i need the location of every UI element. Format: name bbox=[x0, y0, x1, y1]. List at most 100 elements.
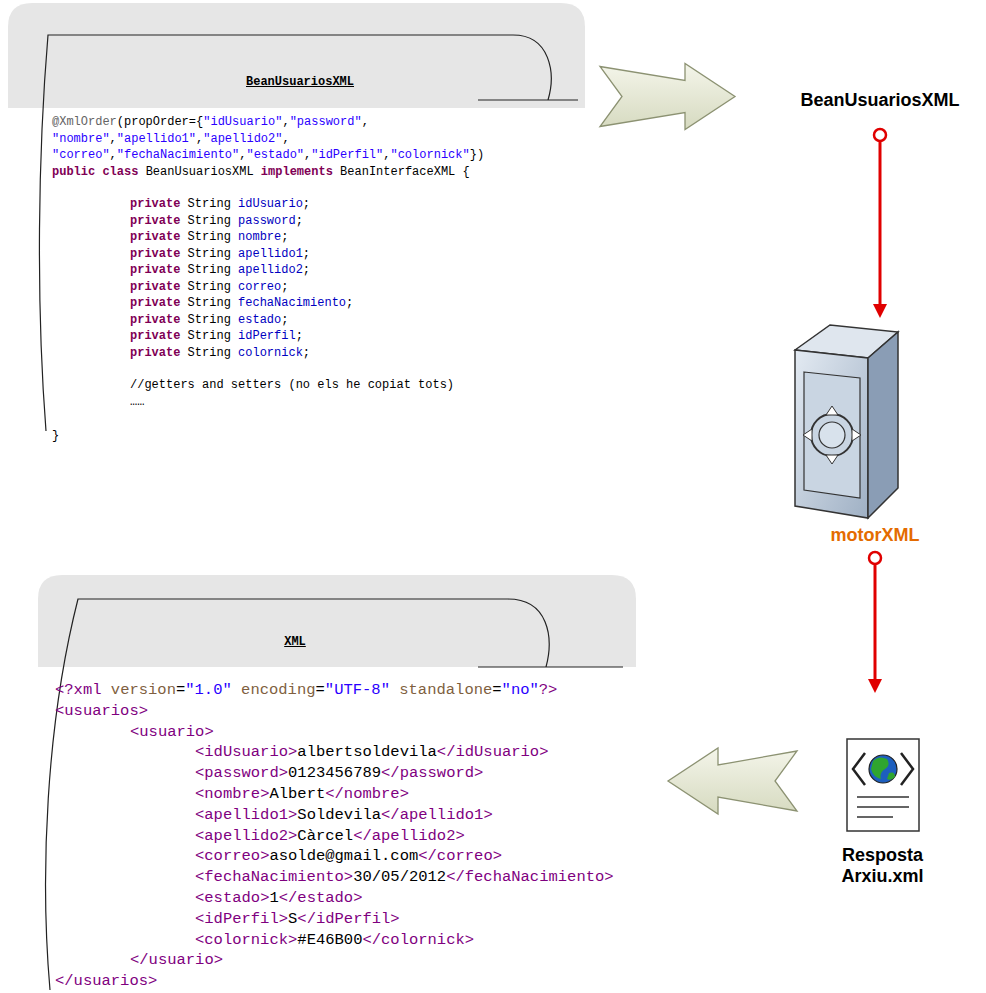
node-label: BeanUsuariosXML bbox=[780, 90, 980, 111]
code-token: > bbox=[288, 806, 297, 824]
code-token: private bbox=[130, 263, 180, 277]
code-token: > bbox=[400, 785, 409, 803]
code-line: <colornick>#E46B00</colornick> bbox=[195, 930, 474, 950]
code-token: <usuario bbox=[130, 723, 204, 741]
code-line: public class BeanUsuariosXML implements … bbox=[52, 164, 470, 180]
code-line: private String colornick; bbox=[130, 345, 310, 361]
node-label: Resposta Arxiu.xml bbox=[815, 845, 950, 887]
code-token: standalone bbox=[399, 681, 492, 699]
document-icon bbox=[843, 735, 923, 835]
code-token: private bbox=[130, 280, 180, 294]
code-line: } bbox=[52, 428, 59, 444]
code-token: > bbox=[465, 931, 474, 949]
page-curl bbox=[46, 599, 623, 990]
code-token: <password bbox=[195, 764, 279, 782]
code-line: private String apellido1; bbox=[130, 246, 310, 262]
code-token: nombre bbox=[238, 230, 281, 244]
code-token: > bbox=[260, 847, 269, 865]
server-emblem bbox=[811, 414, 853, 456]
code-line: private String estado; bbox=[130, 312, 288, 328]
server-front bbox=[795, 350, 868, 518]
code-line: <fechaNacimiento>30/05/2012</fechaNacimi… bbox=[195, 867, 614, 887]
code-token: > bbox=[288, 743, 297, 761]
code-token: > bbox=[539, 743, 548, 761]
code-token: </idUsuario bbox=[437, 743, 539, 761]
server-emblem bbox=[819, 422, 845, 448]
arrow-head bbox=[873, 304, 887, 318]
code-line: "correo","fechaNacimiento","estado","idP… bbox=[52, 147, 484, 163]
code-token: private bbox=[130, 230, 180, 244]
code-token: private bbox=[130, 329, 180, 343]
response-file: Resposta Arxiu.xml bbox=[815, 695, 950, 887]
code-token: "1.0" bbox=[185, 681, 232, 699]
panel-title: BeanUsuariosXML bbox=[246, 75, 354, 89]
code-token: idPerfil bbox=[238, 329, 296, 343]
code-token: private bbox=[130, 313, 180, 327]
code-line: private String idPerfil; bbox=[130, 328, 303, 344]
code-line: @XmlOrder(propOrder={"idUsuario","passwo… bbox=[52, 114, 369, 130]
code-token: > bbox=[483, 806, 492, 824]
code-line: <estado>1</estado> bbox=[195, 888, 362, 908]
code-token: </usuario bbox=[130, 951, 214, 969]
panel-title: XML bbox=[284, 635, 306, 649]
code-token: > bbox=[493, 847, 502, 865]
block-arrow bbox=[600, 64, 735, 130]
code-line: private String apellido2; bbox=[130, 262, 310, 278]
code-token: <estado bbox=[195, 889, 260, 907]
doc-globe bbox=[869, 755, 897, 783]
block-arrow-shape bbox=[600, 64, 735, 130]
code-token: private bbox=[130, 296, 180, 310]
code-token: "idPerfil" bbox=[311, 148, 383, 162]
code-line: private String correo; bbox=[130, 279, 288, 295]
code-token: "apellido2" bbox=[203, 132, 282, 146]
code-token: colornick bbox=[238, 346, 303, 360]
server-panel bbox=[804, 372, 860, 498]
code-token: </usuarios bbox=[55, 972, 148, 990]
code-line: </usuario> bbox=[130, 950, 223, 970]
code-line: <apellido1>Soldevila</apellido1> bbox=[195, 805, 493, 825]
code-token: private bbox=[130, 247, 180, 261]
doc-brackets bbox=[853, 753, 913, 785]
bean-label: BeanUsuariosXML bbox=[780, 86, 980, 123]
block-arrow-shape bbox=[668, 748, 797, 814]
flow-line bbox=[874, 564, 877, 681]
code-token: > bbox=[455, 827, 464, 845]
code-token: </nombre bbox=[325, 785, 399, 803]
code-token: "correo" bbox=[52, 148, 110, 162]
code-token: apellido2 bbox=[238, 263, 303, 277]
code-token: class bbox=[102, 165, 138, 179]
code-line: <correo>asolde@gmail.com</correo> bbox=[195, 846, 502, 866]
code-token: </apellido2 bbox=[353, 827, 455, 845]
code-token: "nombre" bbox=[52, 132, 110, 146]
code-token: <usuarios bbox=[55, 702, 139, 720]
code-token: correo bbox=[238, 280, 281, 294]
code-token: </password bbox=[381, 764, 474, 782]
arrow-head bbox=[868, 679, 882, 693]
code-line: "nombre","apellido1","apellido2", bbox=[52, 131, 290, 147]
flow-line bbox=[879, 141, 882, 306]
code-token: > bbox=[288, 827, 297, 845]
code-token: <idUsuario bbox=[195, 743, 288, 761]
code-token: > bbox=[604, 868, 613, 886]
code-line: <nombre>Albert</nombre> bbox=[195, 784, 409, 804]
code-line: private String password; bbox=[130, 213, 303, 229]
flow-arrow bbox=[873, 129, 887, 318]
code-token: encoding bbox=[241, 681, 315, 699]
code-line: private String fechaNacimiento; bbox=[130, 295, 353, 311]
code-token: @XmlOrder bbox=[52, 115, 117, 129]
code-token: > bbox=[204, 723, 213, 741]
code-token: private bbox=[130, 197, 180, 211]
code-token: > bbox=[353, 889, 362, 907]
code-token: "idUsuario" bbox=[203, 115, 282, 129]
code-line: private String nombre; bbox=[130, 229, 288, 245]
code-line: <usuarios> bbox=[55, 701, 148, 721]
code-token: password bbox=[238, 214, 296, 228]
code-token: <apellido1 bbox=[195, 806, 288, 824]
code-token: implements bbox=[261, 165, 333, 179]
code-token: > bbox=[390, 910, 399, 928]
doc-page bbox=[847, 739, 919, 831]
xml-panel: XML<?xml version="1.0" encoding="UTF-8" … bbox=[38, 575, 636, 993]
code-line: </usuarios> bbox=[55, 971, 157, 991]
code-line: <idUsuario>albertsoldevila</idUsuario> bbox=[195, 742, 549, 762]
